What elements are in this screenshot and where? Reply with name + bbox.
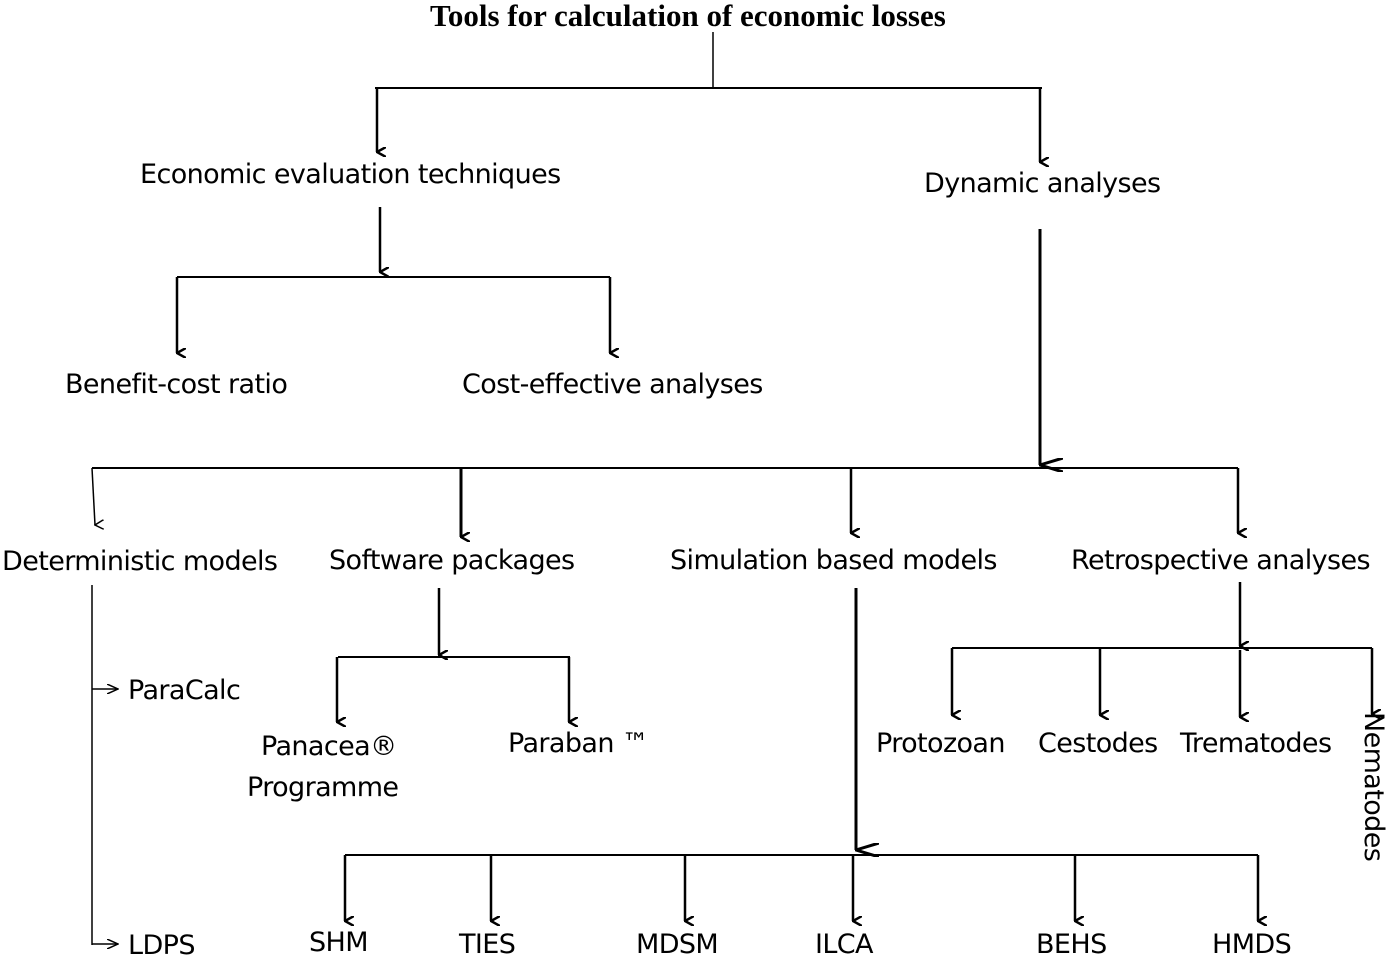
node-ties: TIES: [459, 929, 516, 960]
node-panacea-programme-line2: Programme: [247, 772, 399, 803]
node-trematodes: Trematodes: [1180, 728, 1332, 759]
node-ldps: LDPS: [128, 930, 195, 961]
node-paracalc: ParaCalc: [128, 675, 241, 706]
node-benefit-cost-ratio: Benefit-cost ratio: [65, 369, 288, 400]
node-mdsm: MDSM: [636, 929, 719, 960]
node-dynamic-analyses: Dynamic analyses: [924, 168, 1161, 199]
node-behs: BEHS: [1036, 929, 1107, 960]
diagram-title: Tools for calculation of economic losses: [430, 0, 946, 33]
node-nematodes: Nematodes: [1358, 712, 1389, 862]
node-ilca: ILCA: [815, 929, 874, 960]
node-cost-effective-analyses: Cost-effective analyses: [462, 369, 763, 400]
node-software-packages: Software packages: [329, 545, 575, 576]
node-hmds: HMDS: [1212, 929, 1292, 960]
node-shm: SHM: [309, 927, 369, 958]
node-panacea-programme-line1: Panacea®: [261, 731, 397, 762]
node-protozoan: Protozoan: [876, 728, 1005, 759]
node-simulation-based-models: Simulation based models: [670, 545, 997, 576]
node-economic-evaluation-techniques: Economic evaluation techniques: [140, 159, 561, 190]
node-cestodes: Cestodes: [1038, 728, 1158, 759]
node-retrospective-analyses: Retrospective analyses: [1071, 545, 1371, 576]
node-deterministic-models: Deterministic models: [2, 546, 278, 577]
node-paraban: Paraban ™: [508, 728, 649, 759]
